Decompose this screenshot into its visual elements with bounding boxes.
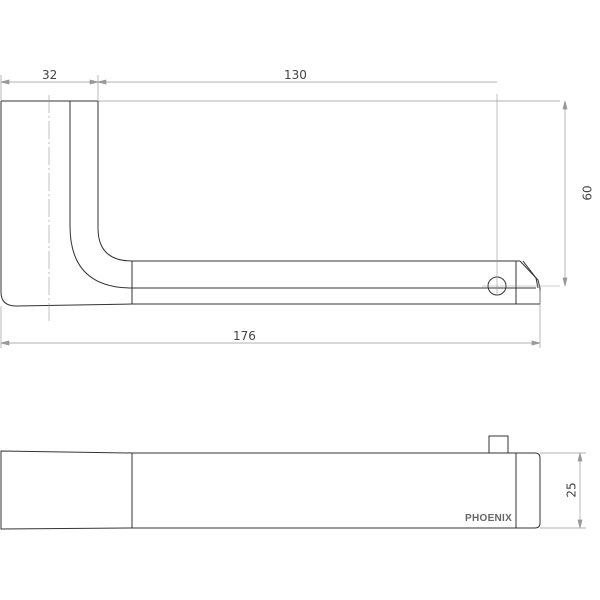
dimension-label-overall-length: 176 (233, 329, 256, 343)
brand-label: PHOENIX (465, 513, 513, 524)
dimension-lines (0, 75, 568, 348)
arm-tip-chamfer-inner (522, 260, 539, 289)
arm-inner-curve (69, 101, 536, 289)
dimension-label-arm-length: 130 (284, 68, 307, 82)
side-view (0, 100, 541, 307)
plate-top-view (0, 450, 133, 530)
arm-top-view (132, 452, 541, 529)
arm-outer-curve (97, 101, 520, 262)
button-top-view (488, 435, 509, 454)
dimension-label-depth: 25 (564, 482, 579, 498)
wall-plate-outline (0, 101, 133, 307)
depth-dimension (540, 452, 586, 529)
dimension-label-base-width: 32 (42, 68, 58, 82)
top-view (0, 435, 541, 530)
dimension-label-drop-height: 60 (580, 185, 595, 201)
